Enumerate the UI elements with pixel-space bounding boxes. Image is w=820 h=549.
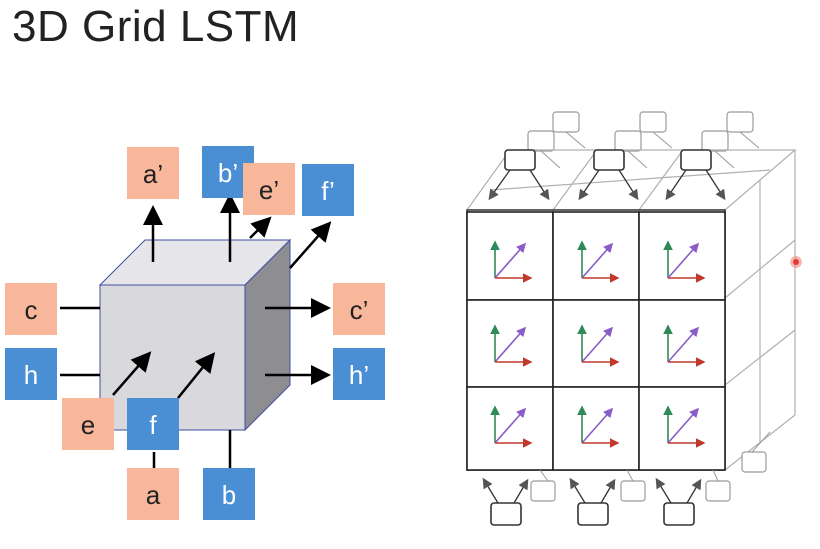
arrow-e-prime — [249, 216, 272, 239]
slide-title: 3D Grid LSTM — [12, 2, 300, 51]
arrow-e-in — [112, 351, 152, 396]
svg-text:c: c — [25, 295, 38, 325]
box-b: b — [203, 468, 255, 520]
laser-pointer-dot — [790, 256, 802, 268]
box-f-prime: f’ — [302, 164, 354, 216]
box-c: c — [5, 283, 57, 335]
box-e-prime: e’ — [243, 163, 295, 215]
svg-text:b’: b’ — [218, 158, 238, 188]
arrow-f-in — [177, 352, 216, 399]
box-h: h — [5, 348, 57, 400]
svg-text:a: a — [146, 480, 161, 510]
axis-glyphs — [490, 240, 706, 448]
cell-diagram: a’ b’ e’ f’ c h c’ h’ — [5, 146, 385, 520]
box-c-prime: c’ — [333, 283, 385, 335]
box-e: e — [62, 398, 114, 450]
svg-text:h’: h’ — [349, 360, 369, 390]
box-a: a — [127, 468, 179, 520]
grid-diagram — [465, 111, 802, 526]
svg-text:b: b — [222, 480, 236, 510]
svg-text:c’: c’ — [350, 295, 369, 325]
arrow-f-prime — [289, 221, 332, 269]
svg-text:e: e — [81, 410, 95, 440]
box-h-prime: h’ — [333, 348, 385, 400]
box-f: f — [127, 398, 179, 450]
svg-text:f: f — [149, 410, 157, 440]
box-a-prime: a’ — [127, 147, 179, 199]
svg-text:h: h — [24, 360, 38, 390]
svg-text:e’: e’ — [259, 175, 279, 205]
grid-cells — [466, 211, 726, 471]
svg-text:a’: a’ — [143, 159, 163, 189]
svg-text:f’: f’ — [321, 176, 334, 206]
